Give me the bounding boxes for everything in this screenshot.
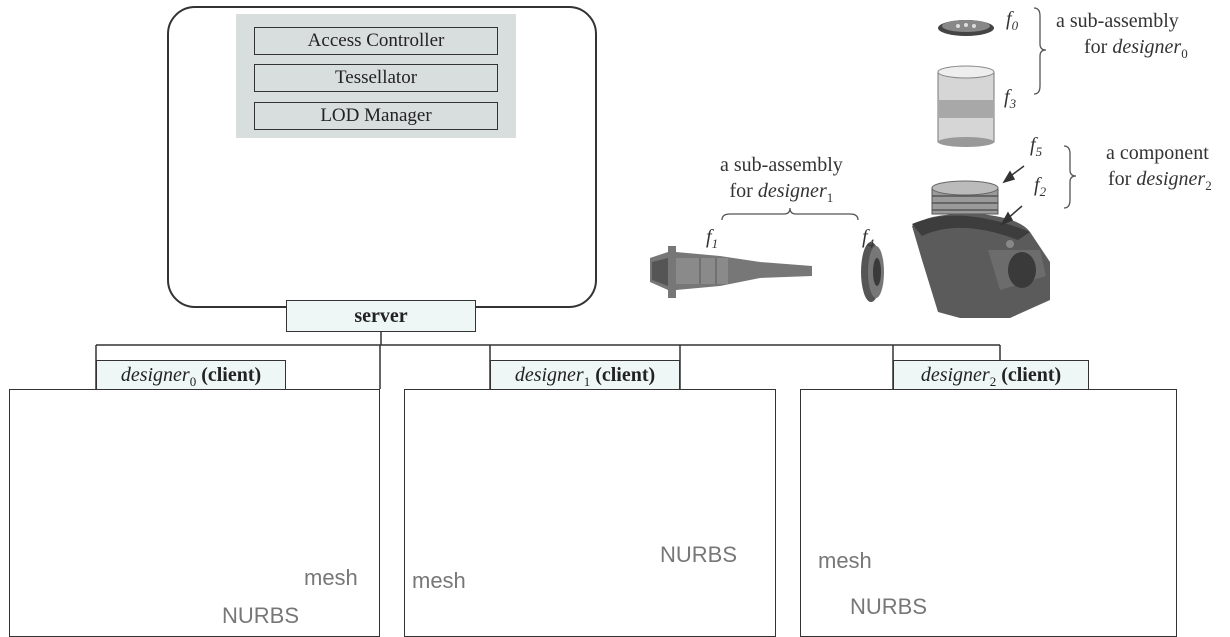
caption-1-name: designer [757, 180, 827, 202]
braces [721, 7, 1077, 221]
caption-0-name: designer [1112, 36, 1182, 58]
f1-base: f [706, 226, 712, 248]
client-name-2: designer [920, 364, 990, 386]
caption-2-sub: 2 [1205, 178, 1212, 193]
caption-2-line1: a component [1106, 142, 1209, 164]
server-label: server [286, 300, 476, 332]
client-panel-1 [404, 389, 776, 637]
caption-0-sub: 0 [1181, 46, 1188, 61]
client-panel-0 [9, 389, 380, 637]
panel-2-mesh-label: mesh [818, 548, 872, 573]
module-tessellator: Tessellator [254, 64, 498, 92]
server-module-panel: Access Controller Tessellator LOD Manage… [236, 14, 516, 138]
label-f5: f5 [1030, 134, 1042, 160]
caption-0-line2: for designer0 [1056, 34, 1188, 67]
caption-1-line2: for designer1 [720, 178, 843, 211]
panel-0-nurbs-label: NURBS [222, 603, 300, 628]
f3-sub: 3 [1009, 96, 1017, 111]
part-f3 [937, 65, 995, 147]
caption-2-name: designer [1136, 168, 1206, 190]
panel-0-mesh-label: mesh [304, 565, 358, 590]
caption-component-designer2: a component for designer2 [1102, 140, 1212, 199]
part-f5 [931, 180, 999, 215]
module-access-controller: Access Controller [254, 27, 498, 55]
f5-base: f [1030, 134, 1036, 156]
client-label-1: designer1 (client) [490, 360, 680, 390]
caption-0-line1: a sub-assembly [1056, 10, 1179, 32]
caption-sub-assembly-designer0: a sub-assembly for designer0 [1056, 8, 1188, 67]
part-f2 [912, 213, 1050, 318]
client-name-1: designer [514, 364, 584, 386]
caption-1-prefix: for [729, 180, 758, 202]
caption-2-prefix: for [1108, 168, 1137, 190]
part-f0 [938, 20, 994, 36]
client-panel-2 [800, 389, 1177, 637]
client-suffix-1: (client) [595, 364, 656, 386]
part-f1 [650, 246, 812, 298]
f4-base: f [862, 226, 868, 248]
f0-sub: 0 [1011, 18, 1019, 33]
label-f4: f4 [862, 226, 874, 252]
caption-1-line1: a sub-assembly [720, 154, 843, 176]
f0-base: f [1006, 8, 1012, 30]
client-sub-0: 0 [189, 374, 197, 389]
client-suffix-0: (client) [201, 364, 262, 386]
module-lod-manager: LOD Manager [254, 102, 498, 130]
label-f3: f3 [1004, 86, 1016, 112]
f1-sub: 1 [711, 236, 719, 251]
assembly-arrows [1000, 165, 1025, 226]
panel-1-mesh-label: mesh [412, 568, 466, 593]
client-sub-2: 2 [989, 374, 997, 389]
client-sub-1: 1 [583, 374, 591, 389]
f2-sub: 2 [1039, 184, 1047, 199]
client-suffix-2: (client) [1001, 364, 1062, 386]
f4-sub: 4 [867, 236, 875, 251]
client-label-0: designer0 (client) [96, 360, 286, 390]
client-name-0: designer [120, 364, 190, 386]
panel-2-nurbs-label: NURBS [850, 594, 928, 619]
panel-1-nurbs-label: NURBS [660, 542, 738, 567]
f5-sub: 5 [1035, 144, 1043, 159]
client-label-2: designer2 (client) [893, 360, 1089, 390]
label-f0: f0 [1006, 8, 1018, 34]
caption-sub-assembly-designer1: a sub-assembly for designer1 [720, 152, 843, 211]
f3-base: f [1004, 86, 1010, 108]
caption-2-line2: for designer2 [1102, 166, 1212, 199]
caption-0-prefix: for [1084, 36, 1113, 58]
label-f1: f1 [706, 226, 718, 252]
part-f4 [861, 242, 884, 302]
caption-1-sub: 1 [826, 190, 834, 205]
f2-base: f [1034, 174, 1040, 196]
label-f2: f2 [1034, 174, 1046, 200]
